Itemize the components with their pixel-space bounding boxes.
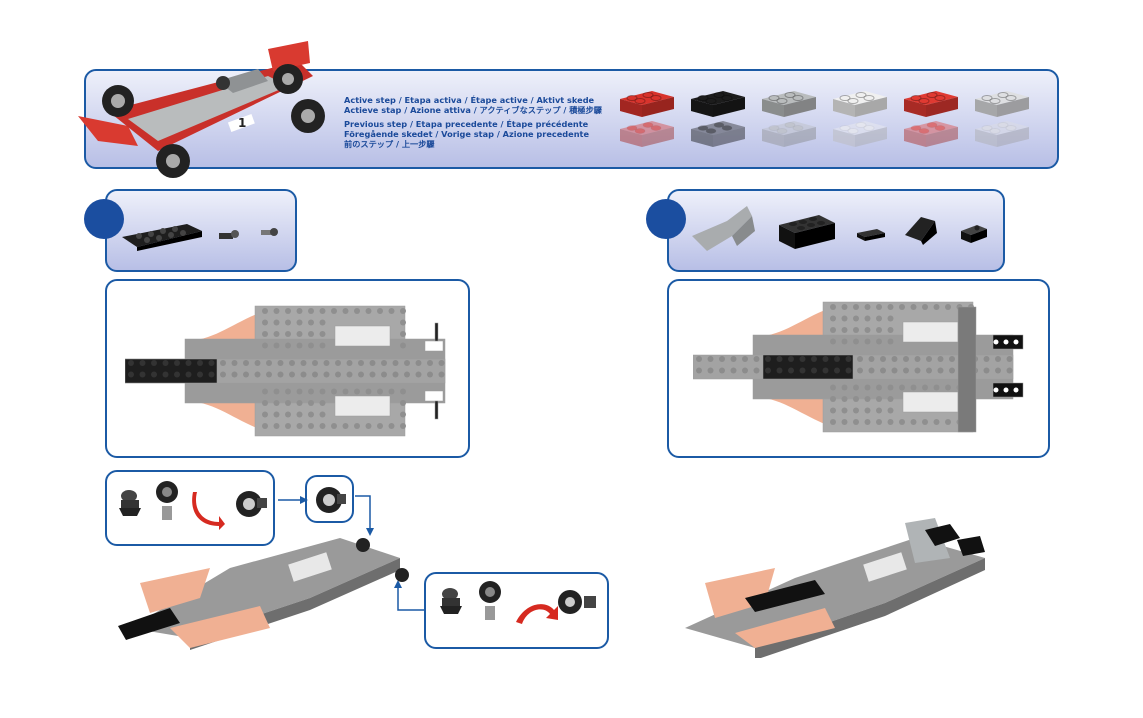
legend-brick-pair xyxy=(691,91,745,147)
race-car-illustration: 1 xyxy=(68,41,328,181)
legend-brick-pair xyxy=(620,91,674,147)
legend-brick-pair xyxy=(975,91,1029,147)
step-1-parts-panel xyxy=(105,189,297,272)
step-1-chassis-top-view xyxy=(125,301,455,441)
step-1-marker xyxy=(84,199,124,239)
wheel-assembly-callout-3 xyxy=(424,572,609,649)
step-2-chassis-3d-view xyxy=(675,508,1005,658)
black-slope-icon xyxy=(901,211,941,247)
step-2-marker xyxy=(646,199,686,239)
active-step-line-1: Active step / Etapa activa / Étape activ… xyxy=(344,95,602,105)
step-1-top-view-panel xyxy=(105,279,470,458)
previous-step-text: Previous step / Etapa precedente / Étape… xyxy=(344,119,589,149)
step-1-chassis-3d-view xyxy=(110,488,430,658)
pin-small-icon xyxy=(259,225,281,239)
step-2-top-view-panel xyxy=(667,279,1050,458)
black-tile-icon xyxy=(855,227,887,243)
brick-color-legend xyxy=(614,85,1044,155)
black-small-slope-icon xyxy=(957,219,991,245)
red-arrow-icon xyxy=(512,592,562,632)
tire-icon xyxy=(476,578,504,624)
active-step-line-2: Actieve stap / Azione attiva / アクティブなステッ… xyxy=(344,105,602,115)
assembled-wheel-icon xyxy=(556,582,602,622)
previous-step-line-2: Föregående skedet / Vorige stap / Azione… xyxy=(344,129,589,139)
step-2-parts-panel xyxy=(667,189,1005,272)
car-number: 1 xyxy=(238,116,246,130)
previous-step-line-3: 前のステップ / 上一步驟 xyxy=(344,139,589,149)
step-2-chassis-top-view xyxy=(693,297,1033,443)
legend-banner: 1 Active step / Etapa activa / Étape act… xyxy=(84,69,1059,169)
wheel-axle-small-icon xyxy=(217,227,241,243)
active-step-text: Active step / Etapa activa / Étape activ… xyxy=(344,95,602,115)
legend-brick-pair xyxy=(904,91,958,147)
wheel-hub-icon xyxy=(436,584,466,618)
legend-brick-pair xyxy=(762,91,816,147)
black-plate-icon xyxy=(117,219,207,251)
legend-brick-pair xyxy=(833,91,887,147)
black-brick-icon xyxy=(775,211,839,253)
previous-step-line-1: Previous step / Etapa precedente / Étape… xyxy=(344,119,589,129)
black-plate xyxy=(125,359,217,383)
gray-frame-icon xyxy=(687,201,757,256)
